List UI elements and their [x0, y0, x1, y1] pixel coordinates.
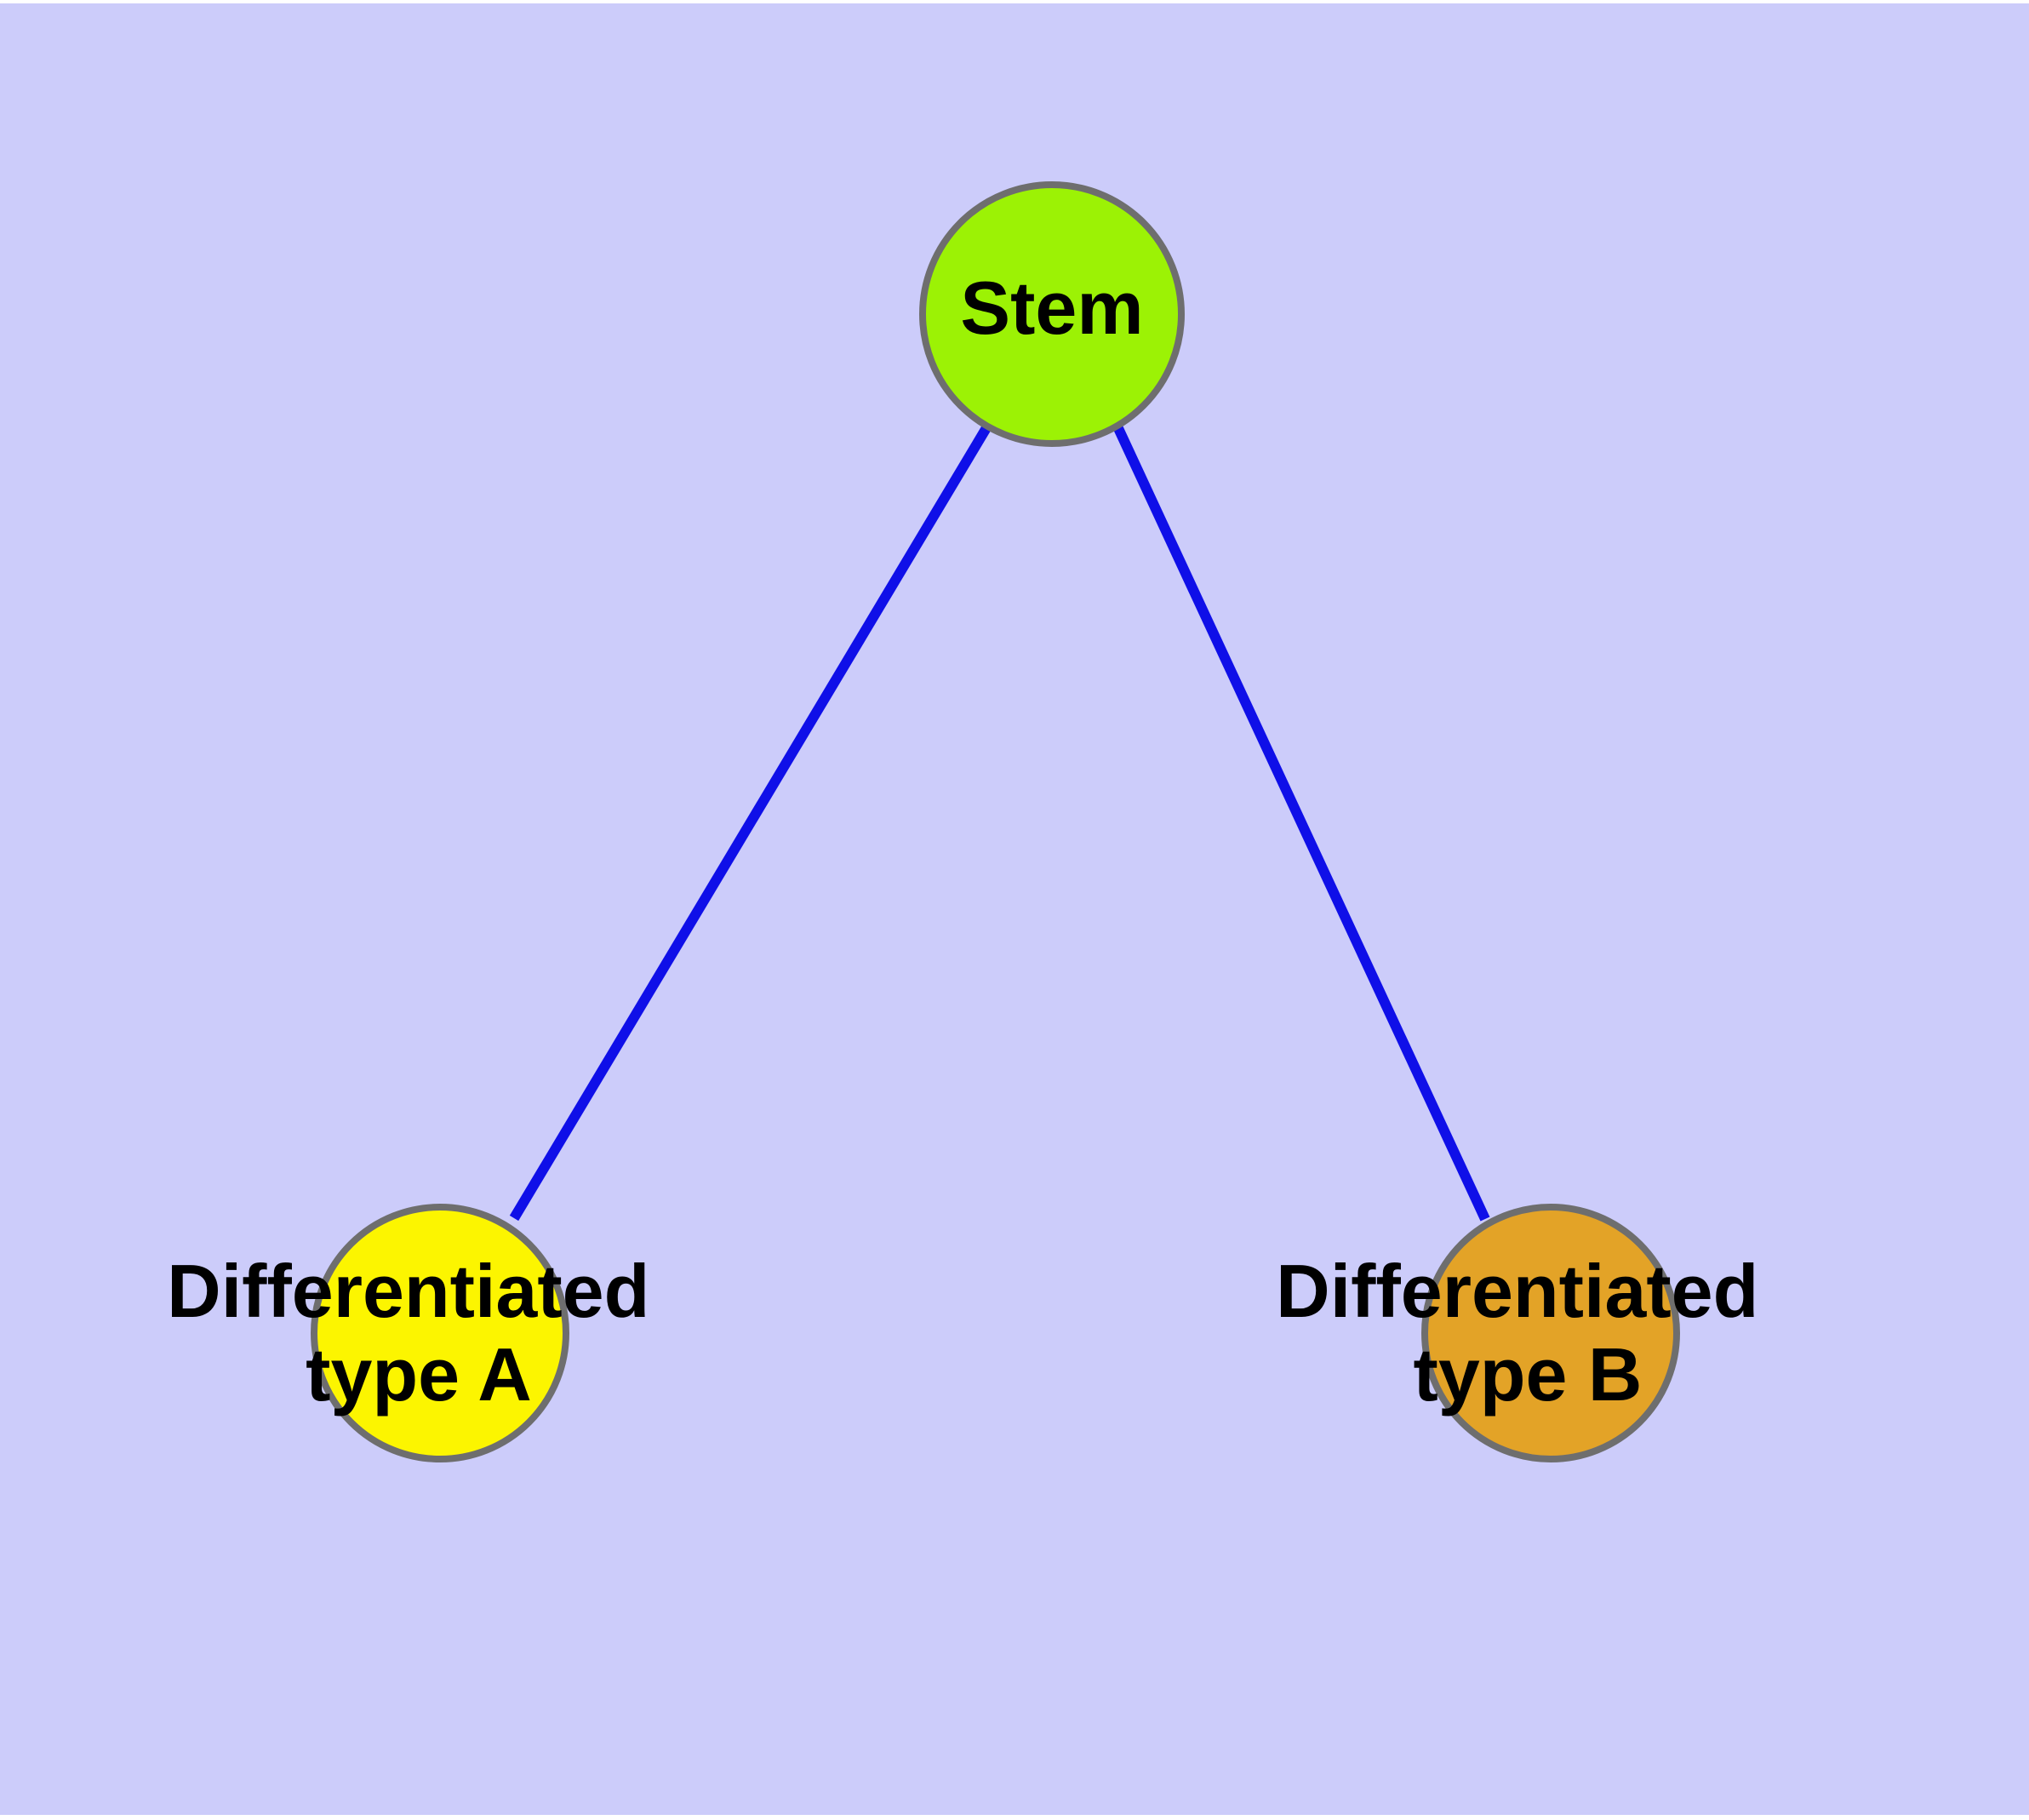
node-differentiated-type-a-label: Differentiated type A: [167, 1249, 671, 1417]
node-stem-label-line-1: Stem: [960, 266, 1143, 350]
graph-svg: Stem Differentiated type A Differentiate…: [167, 181, 1780, 1462]
node-layer: Stem Differentiated type A Differentiate…: [167, 181, 1780, 1462]
node-stem-circle[interactable]: [919, 181, 1185, 447]
node-differentiated-type-b-label: Differentiated type B: [1276, 1249, 1780, 1417]
node-differentiated-type-b-label-line-2: type B: [1414, 1332, 1643, 1417]
node-differentiated-type-a-label-line-1: Differentiated: [167, 1249, 649, 1333]
node-stem-label: Stem: [960, 266, 1143, 350]
node-differentiated-type-a-circle[interactable]: [311, 1204, 569, 1462]
node-differentiated-type-a-label-line-2: type A: [306, 1332, 532, 1417]
node-differentiated-type-a[interactable]: Differentiated type A: [167, 1204, 671, 1462]
diagram-canvas: Stem Differentiated type A Differentiate…: [0, 3, 2029, 1815]
edge-stem-to-differentiated-type-b: [1112, 424, 1490, 1222]
edge-layer: [509, 423, 1490, 1222]
node-differentiated-type-b-circle[interactable]: [1421, 1204, 1680, 1462]
edge-stem-to-differentiated-type-a: [509, 423, 992, 1222]
node-stem[interactable]: Stem: [919, 181, 1185, 447]
node-differentiated-type-b-label-line-1: Differentiated: [1276, 1249, 1758, 1333]
node-differentiated-type-b[interactable]: Differentiated type B: [1276, 1204, 1780, 1462]
